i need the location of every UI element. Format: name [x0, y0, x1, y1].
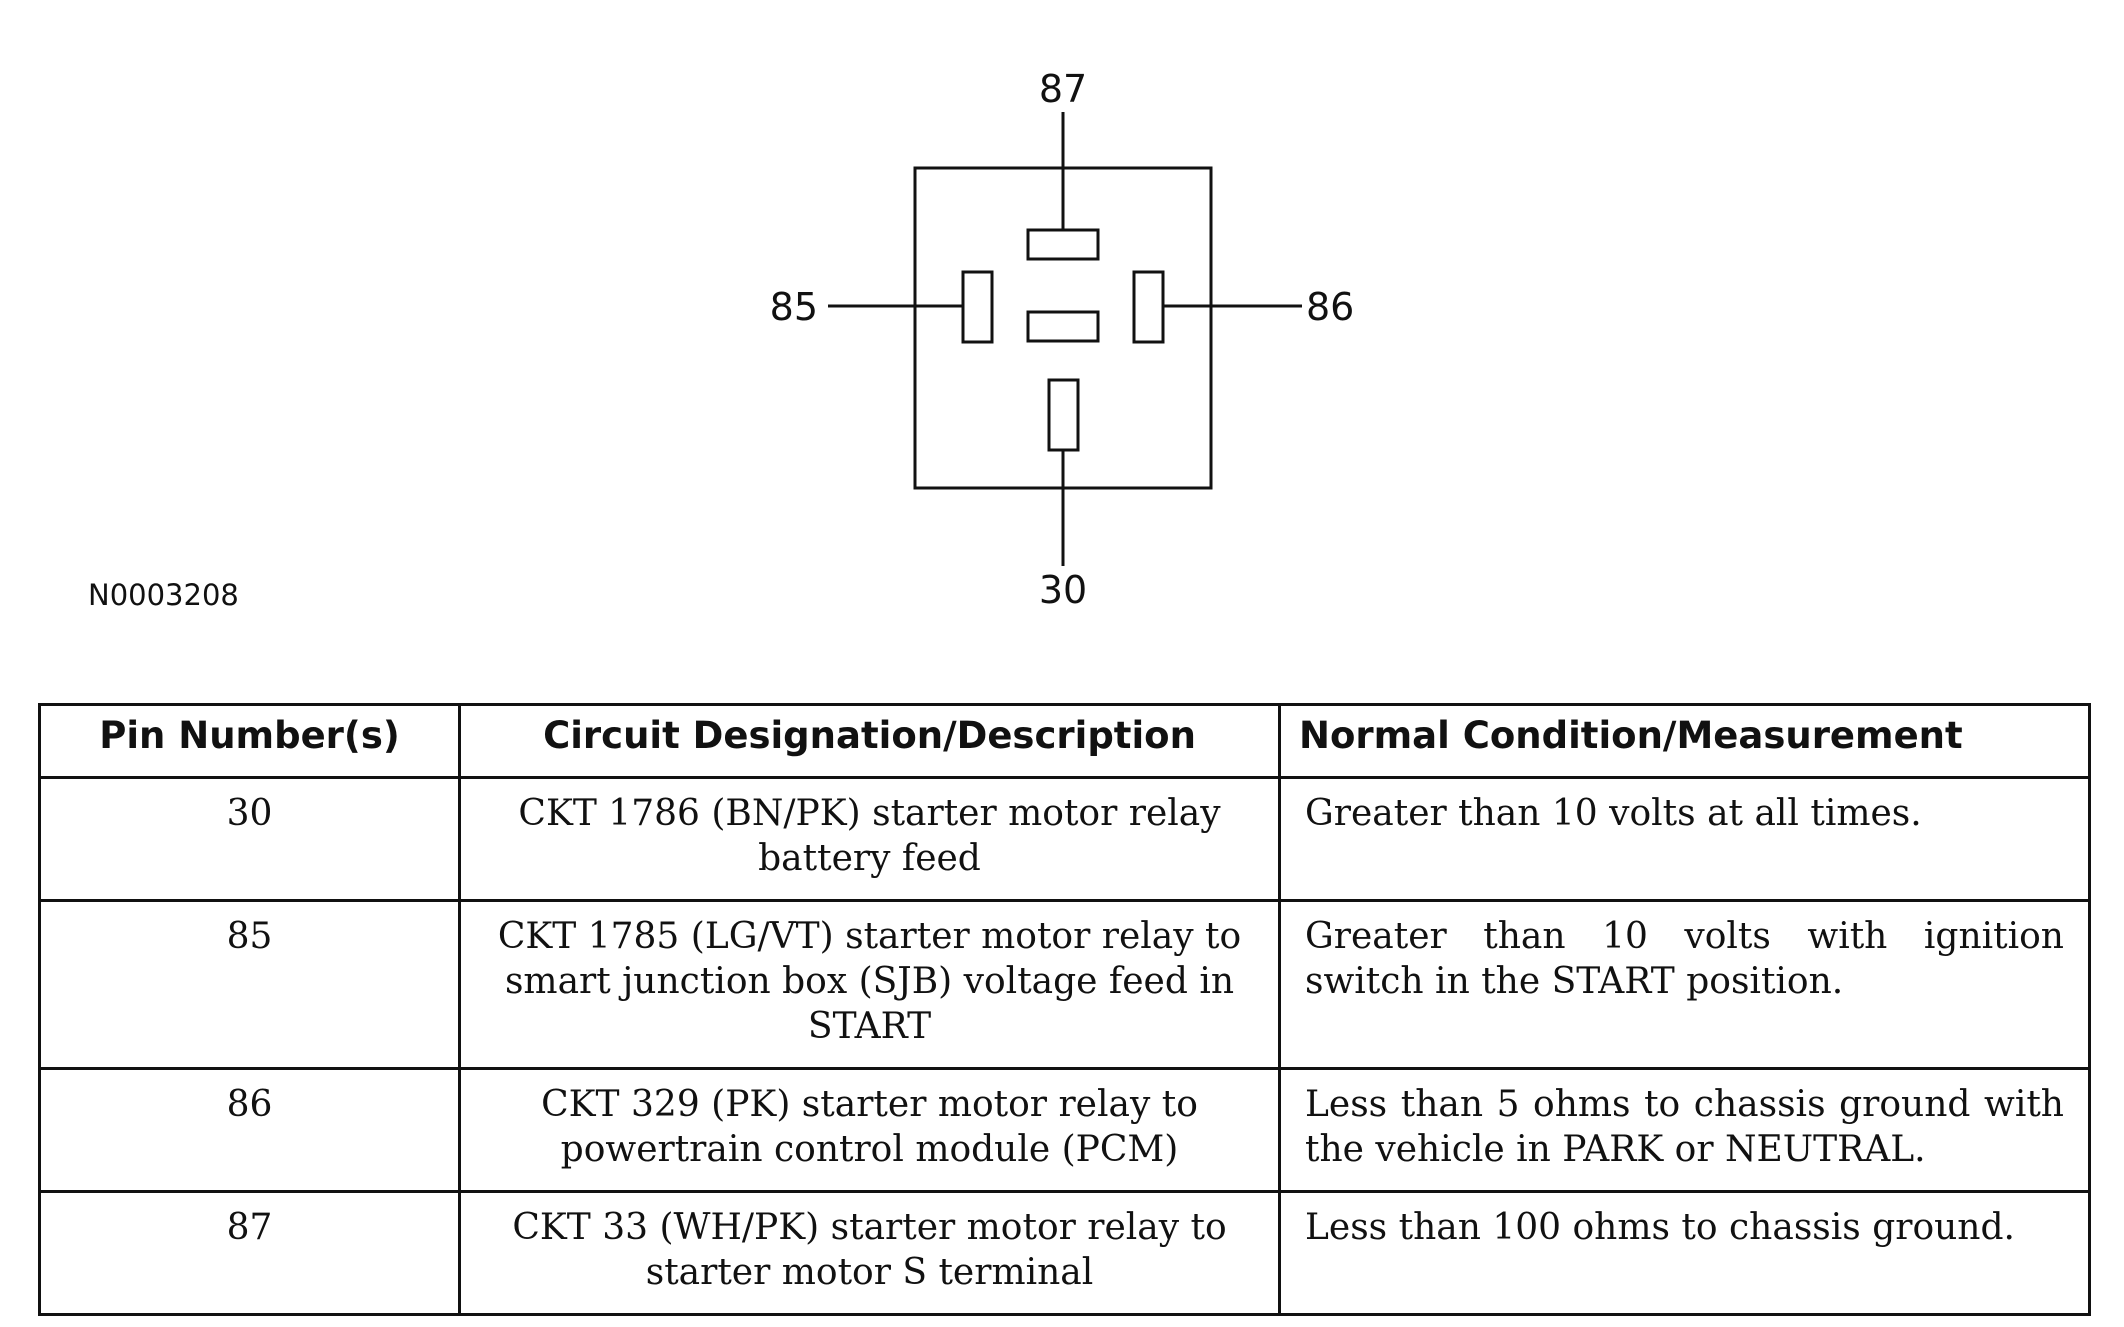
cell-measurement: Greater than 10 volts at all times. [1278, 776, 2091, 902]
cell-pin: 85 [38, 899, 461, 1070]
pin-label-86: 86 [1306, 285, 1354, 329]
relay-connector-diagram: 87 85 86 30 [770, 67, 1355, 612]
pin-86-terminal [1132, 270, 1165, 344]
cell-description: CKT 1786 (BN/PK) starter motor relay bat… [458, 776, 1281, 902]
cell-pin: 30 [38, 776, 461, 902]
table-row: 85 CKT 1785 (LG/VT) starter motor relay … [38, 899, 2091, 1070]
center-terminal [1026, 310, 1100, 343]
header-circuit-description: Circuit Designation/Description [458, 703, 1281, 779]
pin-label-85: 85 [770, 285, 818, 329]
cell-pin: 87 [38, 1190, 461, 1316]
pin-label-30: 30 [1039, 568, 1087, 612]
pin-label-87: 87 [1039, 67, 1087, 111]
table-header-row: Pin Number(s) Circuit Designation/Descri… [38, 703, 2091, 779]
header-pin-numbers: Pin Number(s) [38, 703, 461, 779]
pin-85-terminal [961, 270, 994, 344]
cell-description: CKT 329 (PK) starter motor relay to powe… [458, 1067, 1281, 1193]
pin-30-terminal [1047, 378, 1080, 452]
cell-measurement: Less than 5 ohms to chassis ground with … [1278, 1067, 2091, 1193]
cell-description: CKT 33 (WH/PK) starter motor relay to st… [458, 1190, 1281, 1316]
table-row: 87 CKT 33 (WH/PK) starter motor relay to… [38, 1190, 2091, 1316]
cell-measurement: Greater than 10 volts with ignition swit… [1278, 899, 2091, 1070]
pin-specification-table: Pin Number(s) Circuit Designation/Descri… [38, 703, 2091, 1316]
table-row: 86 CKT 329 (PK) starter motor relay to p… [38, 1067, 2091, 1193]
figure-id: N0003208 [88, 578, 239, 612]
cell-pin: 86 [38, 1067, 461, 1193]
cell-measurement: Less than 100 ohms to chassis ground. [1278, 1190, 2091, 1316]
pin-87-terminal [1026, 228, 1100, 261]
header-normal-condition: Normal Condition/Measurement [1278, 703, 2091, 779]
cell-description: CKT 1785 (LG/VT) starter motor relay to … [458, 899, 1281, 1070]
table-row: 30 CKT 1786 (BN/PK) starter motor relay … [38, 776, 2091, 902]
